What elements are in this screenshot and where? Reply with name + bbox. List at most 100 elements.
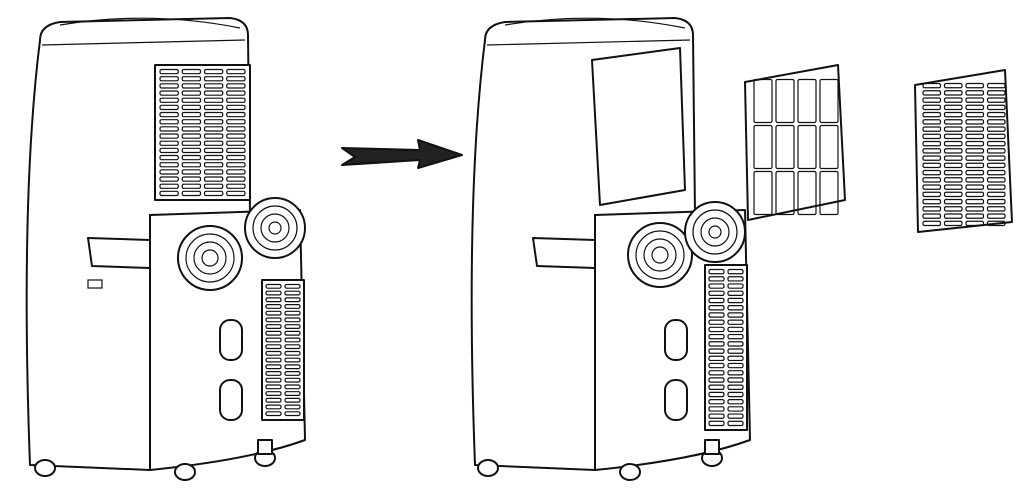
filter-grille <box>914 69 1013 233</box>
grille-slat <box>226 68 246 75</box>
grille-slat <box>986 90 1006 96</box>
grille-slat <box>284 330 301 336</box>
grille-slat <box>727 276 744 282</box>
grille-slat <box>203 162 224 168</box>
grille-slat <box>943 82 963 89</box>
grille-slat <box>727 297 744 304</box>
grille-slat <box>943 198 963 205</box>
grille-slat <box>819 124 839 170</box>
grille-slat <box>181 76 202 82</box>
grille-slat <box>203 83 224 89</box>
grille-slat <box>986 133 1006 140</box>
grille-slat <box>797 78 817 124</box>
grille-slat <box>708 355 725 362</box>
grille-slat <box>159 97 179 103</box>
grille-slat <box>943 111 963 118</box>
grille-slat <box>265 337 282 343</box>
grille-slat <box>708 268 725 275</box>
grille-slat <box>265 330 282 336</box>
grille-slat <box>203 104 224 111</box>
grille-slat <box>775 78 795 124</box>
grille-slat <box>986 162 1006 169</box>
grille-slat <box>922 82 942 89</box>
grille-slat <box>159 90 179 96</box>
grille-slat <box>986 97 1006 103</box>
grille-slat <box>943 104 963 111</box>
grille-slat <box>727 398 744 405</box>
grille-slat <box>943 140 963 147</box>
filter-frame <box>744 64 846 221</box>
grille-slat <box>708 348 725 354</box>
grille-slat <box>203 140 224 146</box>
grille-slat <box>708 398 725 405</box>
grille-slat <box>265 397 282 403</box>
grille-slat <box>965 111 985 118</box>
grille-slat <box>922 220 942 227</box>
grille-slat <box>965 148 985 154</box>
grille-slat <box>727 326 744 333</box>
lower-grille <box>261 279 305 421</box>
grille-slat <box>265 371 282 376</box>
grille-slat <box>159 68 179 75</box>
grille-slat <box>727 268 744 275</box>
grille-slat <box>943 90 963 96</box>
grille-slat <box>965 206 985 212</box>
grille-slat <box>159 119 179 125</box>
grille-slat <box>203 68 224 75</box>
grille-slat <box>943 206 963 212</box>
grille-slat <box>727 283 744 289</box>
grille-slat <box>922 104 942 111</box>
grille-slat <box>181 90 202 96</box>
grille-slat <box>708 391 725 398</box>
grille-slat <box>284 324 301 330</box>
grille-slat <box>943 220 963 227</box>
grille-slat <box>284 391 301 397</box>
grille-slat <box>986 104 1006 111</box>
grille-slat <box>922 133 942 140</box>
grille-slat <box>203 90 224 96</box>
grille-slat <box>819 170 839 216</box>
grille-slat <box>727 420 744 427</box>
grille-slat <box>226 154 246 161</box>
grille-slat <box>965 220 985 227</box>
grille-slat <box>986 111 1006 118</box>
grille-slat <box>819 78 839 124</box>
grille-slat <box>986 119 1006 125</box>
grille-slat <box>226 90 246 96</box>
grille-slat <box>727 406 744 412</box>
grille-slat <box>181 83 202 89</box>
grille-slat <box>203 119 224 125</box>
grille-slat <box>159 176 179 182</box>
grille-slat <box>265 283 282 289</box>
grille-slat <box>965 82 985 89</box>
grille-slat <box>922 97 942 103</box>
grille-slat <box>181 176 202 182</box>
grille-slat <box>226 126 246 132</box>
grille-slat <box>203 176 224 182</box>
grille-slat <box>922 111 942 118</box>
grille-slat <box>226 76 246 82</box>
grille-slat <box>727 370 744 376</box>
grille-slat <box>708 276 725 282</box>
grille-slat <box>226 169 246 175</box>
grille-slat <box>284 337 301 343</box>
grille-slat <box>727 355 744 362</box>
grille-slat <box>922 119 942 125</box>
grille-slat <box>943 177 963 183</box>
grille-slat <box>922 198 942 205</box>
upper-grille <box>154 64 251 201</box>
grille-slat <box>159 154 179 161</box>
grille-slat <box>753 170 773 216</box>
grille-slat <box>203 97 224 103</box>
grille-slat <box>943 133 963 140</box>
grille-slat <box>284 283 301 289</box>
handle <box>87 237 151 269</box>
grille-slat <box>727 319 744 325</box>
grille-slat <box>159 83 179 89</box>
grille-slat <box>986 177 1006 183</box>
grille-slat <box>943 155 963 161</box>
grille-slat <box>159 169 179 175</box>
grille-slat <box>181 97 202 103</box>
grille-slat <box>265 304 282 309</box>
